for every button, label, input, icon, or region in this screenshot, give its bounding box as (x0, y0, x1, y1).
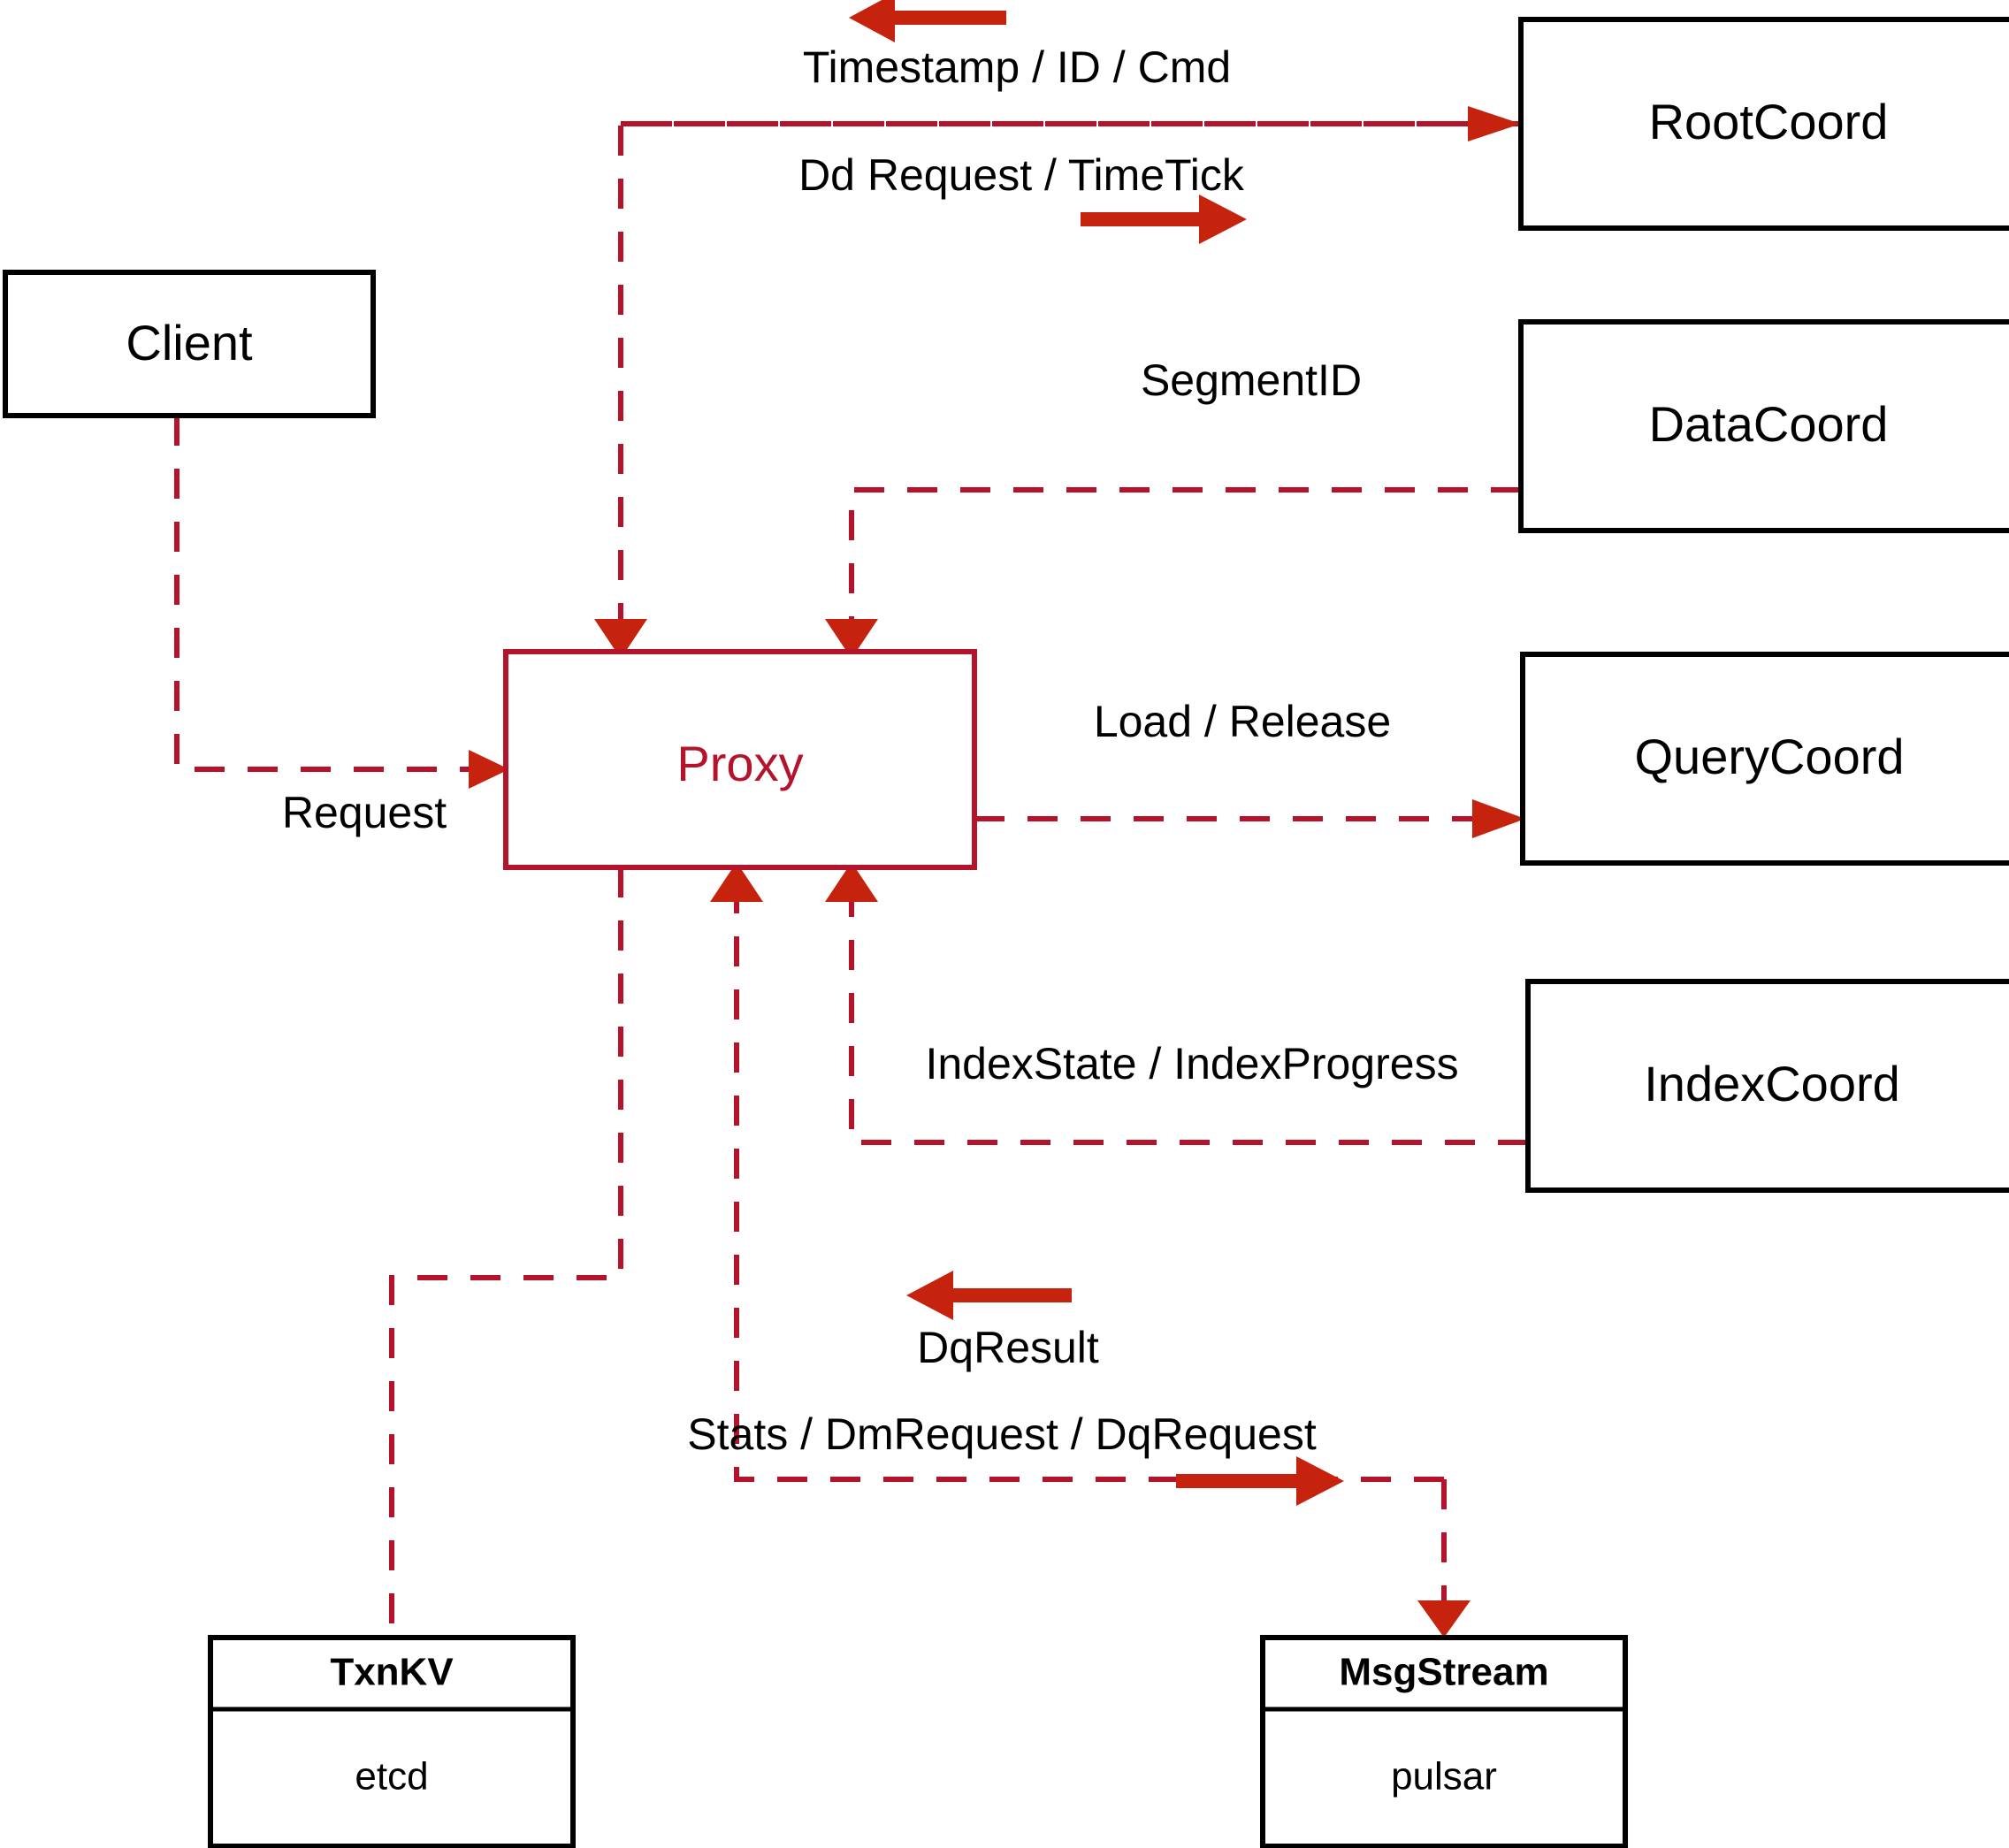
edge-label-dqresult: DqResult (917, 1323, 1099, 1372)
arrowhead-datacoord-to-proxy (825, 619, 878, 659)
direction-arrow-rootcoord-reply (849, 0, 1006, 42)
client-label: Client (126, 315, 253, 370)
edge-label-datacoord-reply: SegmentID (1141, 355, 1362, 405)
querycoord-box (1520, 652, 2009, 866)
edge-label-dqrequest: Stats / DmRequest / DqRequest (687, 1409, 1317, 1459)
datacoord-label: DataCoord (1649, 396, 1889, 452)
flow-proxy-to-txnkv (389, 867, 623, 1638)
datacoord-box (1518, 319, 2009, 533)
flow-msgstream-to-proxy (734, 902, 1444, 1482)
arrow-head-dqresult (906, 1271, 953, 1320)
arrow-head-rootcoord-send (1199, 195, 1247, 244)
edge-label-rootcoord-send: Dd Request / TimeTick (798, 150, 1245, 200)
edge-label-rootcoord-reply: Timestamp / ID / Cmd (803, 42, 1231, 92)
msgstream-box (1260, 1635, 1628, 1848)
txnkv-box (208, 1635, 576, 1848)
flow-client-to-proxy (174, 416, 477, 772)
direction-arrow-rootcoord-send (1081, 195, 1247, 244)
edge-label-querycoord-send: Load / Release (1094, 697, 1391, 746)
node-indexcoord[interactable]: IndexCoord (1525, 979, 2009, 1193)
direction-arrow-dqrequest (1176, 1456, 1344, 1506)
indexcoord-box (1525, 979, 2009, 1193)
arrowhead-msgstream-to-proxy (710, 862, 763, 902)
flow-datacoord-to-proxy (849, 487, 1521, 619)
node-datacoord[interactable]: DataCoord (1518, 319, 2009, 533)
proxy-label: Proxy (676, 736, 803, 791)
querycoord-label: QueryCoord (1634, 729, 1904, 784)
arrowhead-proxy-to-querycoord (1472, 799, 1525, 838)
client-box (3, 270, 376, 418)
arrowhead-proxy-to-msgstream (1417, 1600, 1470, 1638)
arrowhead-client-to-proxy (469, 750, 509, 789)
arrowhead-indexcoord-to-proxy (825, 862, 878, 902)
arrow-head-rootcoord-reply (849, 0, 895, 42)
node-client[interactable]: Client (3, 270, 376, 418)
node-proxy[interactable]: Proxy (503, 649, 977, 870)
msgstream-title: MsgStream (1339, 1651, 1548, 1694)
node-querycoord[interactable]: QueryCoord (1520, 652, 2009, 866)
proxy-box (503, 649, 977, 870)
edge-label-client-request: Request (282, 788, 447, 837)
txnkv-impl: etcd (355, 1755, 428, 1798)
txnkv-title: TxnKV (330, 1651, 454, 1694)
arrow-head-dqrequest (1296, 1456, 1344, 1506)
node-txnkv[interactable]: TxnKV etcd (208, 1635, 576, 1848)
msgstream-impl: pulsar (1391, 1755, 1497, 1798)
edge-label-indexcoord-reply: IndexState / IndexProgress (925, 1039, 1458, 1088)
arrowhead-rootcoord-to-proxy (594, 619, 647, 659)
arrowhead-proxy-to-rootcoord (1468, 106, 1521, 141)
flow-rootcoord-to-proxy (618, 121, 1521, 619)
indexcoord-label: IndexCoord (1644, 1056, 1900, 1111)
direction-arrow-dqresult (906, 1271, 1072, 1320)
node-msgstream[interactable]: MsgStream pulsar (1260, 1635, 1628, 1848)
rootcoord-box (1518, 17, 2009, 231)
rootcoord-label: RootCoord (1649, 94, 1889, 149)
node-rootcoord[interactable]: RootCoord (1518, 17, 2009, 231)
flow-indexcoord-to-proxy (849, 902, 1528, 1145)
